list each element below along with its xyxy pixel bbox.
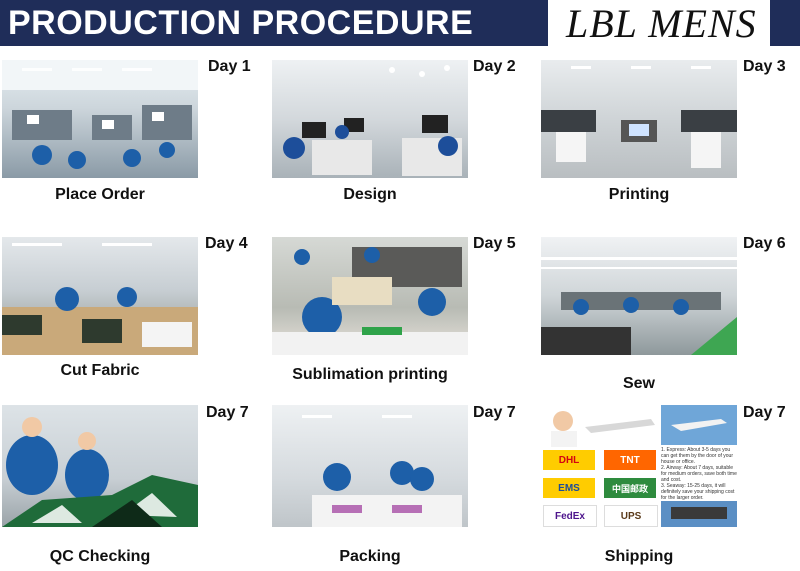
cut-fabric-photo — [2, 237, 198, 355]
day-label: Day 5 — [473, 235, 516, 252]
qc-checking-photo — [2, 405, 198, 527]
sublimation-photo — [272, 237, 468, 355]
header-accent — [770, 0, 800, 46]
step-caption: QC Checking — [49, 548, 151, 565]
tnt-logo: TNT — [604, 450, 656, 470]
china-post-logo: 中国邮政 — [604, 478, 656, 498]
shipping-panel: DHL TNT EMS 中国邮政 FedEx UPS 1. Express: A… — [541, 405, 737, 527]
step-caption: Sublimation printing — [292, 366, 448, 383]
page-title: PRODUCTION PROCEDURE — [8, 4, 474, 42]
scissors-icon — [2, 243, 198, 355]
airplane-icon — [551, 405, 737, 527]
printing-photo — [541, 60, 737, 178]
brand-name: LBL MENS — [566, 1, 757, 46]
step-caption: Sew — [622, 375, 655, 392]
day-label: Day 6 — [743, 235, 786, 252]
step-caption: Design — [343, 186, 397, 203]
dhl-logo: DHL — [543, 450, 595, 470]
fedex-logo: FedEx — [543, 505, 597, 527]
shipping-note: 3. Seaway: 15-25 days, it will definitel… — [661, 483, 735, 501]
day-label: Day 7 — [206, 404, 249, 421]
computer-icon — [283, 65, 462, 176]
step-caption: Place Order — [55, 186, 145, 203]
packing-photo — [272, 405, 468, 527]
inspection-icon — [2, 417, 198, 527]
place-order-photo — [2, 60, 198, 178]
ups-logo: UPS — [604, 505, 658, 527]
day-label: Day 2 — [473, 58, 516, 75]
package-icon — [302, 415, 462, 527]
step-caption: Packing — [339, 548, 401, 565]
day-label: Day 7 — [743, 404, 786, 421]
header-title-band: PRODUCTION PROCEDURE — [0, 0, 548, 46]
day-label: Day 4 — [205, 235, 248, 252]
step-caption: Printing — [608, 186, 670, 203]
heat-press-icon — [272, 247, 468, 355]
ems-logo: EMS — [543, 478, 595, 498]
header-bar: PRODUCTION PROCEDURE LBL MENS — [0, 0, 800, 46]
printer-icon — [541, 66, 737, 168]
design-photo — [272, 60, 468, 178]
sewing-machine-icon — [541, 257, 737, 355]
day-label: Day 7 — [473, 404, 516, 421]
shipping-note: 2. Airway: About 7 days, suitable for me… — [661, 465, 737, 483]
day-label: Day 1 — [208, 58, 251, 75]
step-caption: Cut Fabric — [60, 362, 140, 379]
step-caption: Shipping — [604, 548, 674, 565]
shipping-notes: 1. Express: About 3-5 days you can get t… — [661, 447, 737, 501]
day-label: Day 3 — [743, 58, 786, 75]
shipping-note: 1. Express: About 3-5 days you can get t… — [661, 447, 733, 465]
sew-photo — [541, 237, 737, 355]
office-icon — [2, 60, 198, 169]
